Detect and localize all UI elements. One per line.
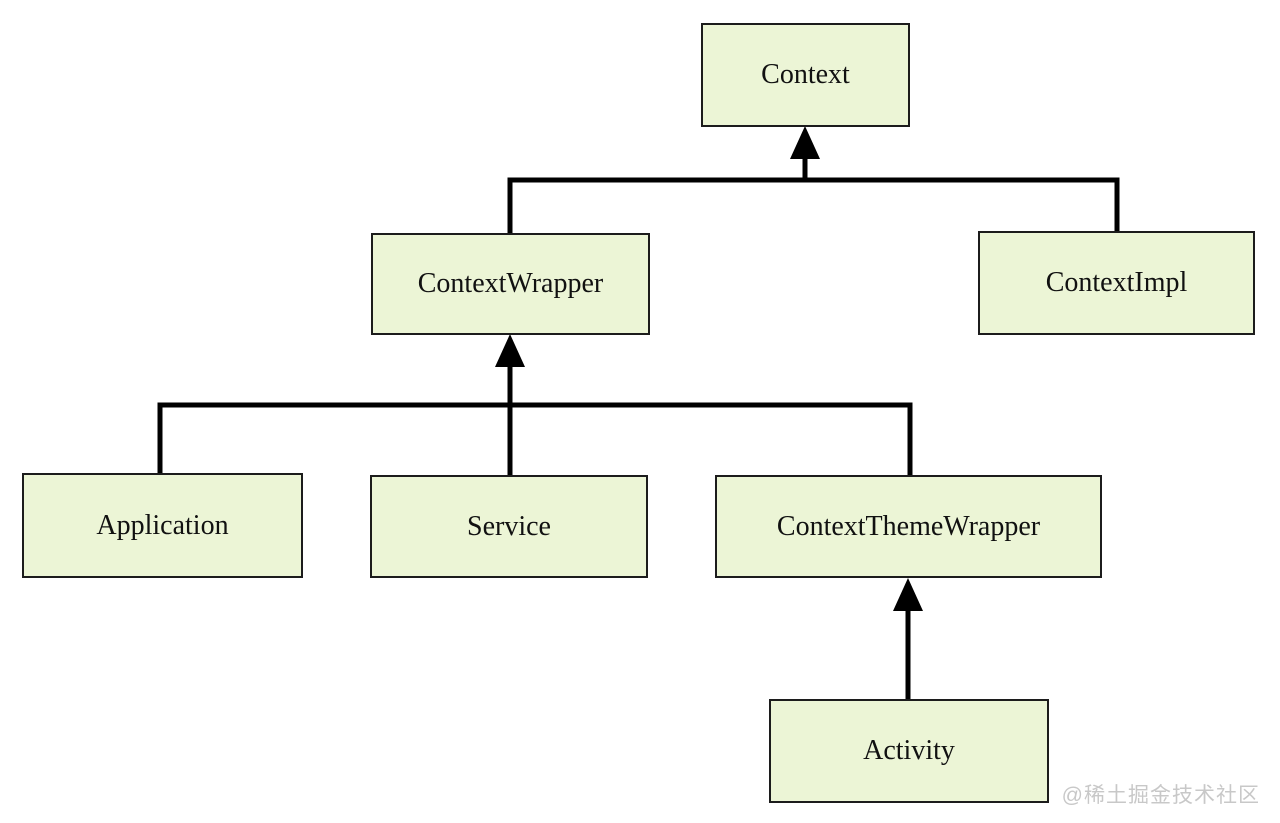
node-application-label: Application: [96, 509, 229, 541]
node-context-impl-label: ContextImpl: [1045, 267, 1188, 298]
node-service: Service: [370, 475, 648, 578]
arrowhead-context-icon: [790, 126, 820, 159]
node-context: Context: [701, 23, 910, 127]
arrowhead-contextthemewrapper-icon: [893, 578, 923, 611]
node-context-theme-wrapper-label: ContextThemeWrapper: [776, 510, 1041, 542]
node-context-label: Context: [761, 59, 850, 90]
watermark: @稀土掘金技术社区: [1061, 784, 1260, 807]
node-activity-label: Activity: [863, 735, 955, 766]
node-activity: Activity: [769, 699, 1049, 803]
node-context-wrapper-label: ContextWrapper: [417, 268, 604, 299]
edge-contextwrapper-contextimpl-rail: [507, 177, 1120, 234]
node-context-theme-wrapper: ContextThemeWrapper: [715, 475, 1102, 578]
arrowhead-contextwrapper-icon: [495, 334, 525, 367]
node-service-label: Service: [467, 510, 551, 542]
edge-children-rail: [157, 402, 913, 476]
node-context-wrapper: ContextWrapper: [371, 233, 650, 335]
node-application: Application: [22, 473, 303, 578]
node-context-impl: ContextImpl: [978, 231, 1255, 335]
